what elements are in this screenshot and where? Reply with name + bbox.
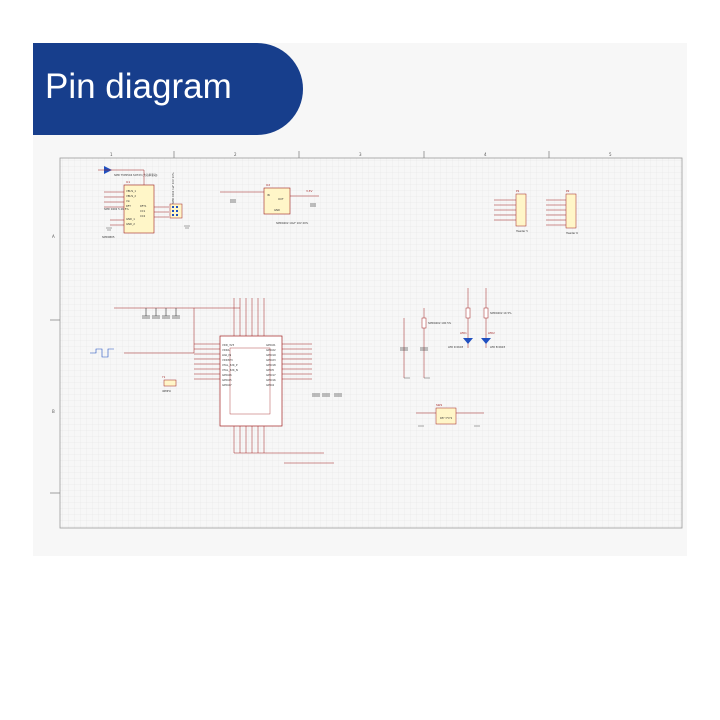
mcu-pin: VDD_3V3 (222, 343, 234, 347)
tact-switch-block: SW1 KEY 3*4*2 (416, 403, 484, 427)
resistor-r2 (465, 307, 471, 319)
u1-cap-label: SMD 0402 1uF 10V 10% (171, 172, 175, 204)
crystal (163, 379, 177, 387)
col-number: 4 (484, 152, 487, 157)
header-left (515, 193, 527, 227)
mcu-pin: XTAL_32K_N (222, 368, 238, 372)
u1-ref: U1 (126, 180, 130, 184)
mcu-chip (219, 335, 283, 427)
tact-switch (435, 407, 457, 425)
mcu-pin: GPIO16 (266, 378, 276, 382)
switch-label: KEY 3*4*2 (440, 417, 453, 420)
mcu-pin: GPIO23 (266, 358, 276, 362)
ldo-net: 3.3V (306, 189, 312, 193)
sheet-border (59, 157, 683, 529)
schematic-drawing: 1 2 3 4 5 A B U1 SMD TVP0504 SOT23 (大功率驱… (50, 151, 683, 529)
col-number: 5 (609, 152, 612, 157)
u2-ref: U2 (266, 183, 270, 187)
svg-text:GND_2: GND_2 (126, 222, 135, 226)
led2-label: LED B 0603 (490, 345, 505, 349)
switch-ref: SW1 (436, 403, 443, 407)
u1-note: SMD TVP0504 SOT23 (大功率驱动) (114, 173, 157, 177)
mcu-pin: GPIO25 (222, 378, 232, 382)
r1-label: SMD0402 10K 5% (428, 321, 452, 325)
u2-pin: IN (267, 193, 270, 197)
col-number: 1 (110, 152, 113, 157)
antenna-icon (90, 348, 114, 358)
u1-chip (123, 184, 155, 234)
page-title: Pin diagram (45, 67, 232, 106)
svg-text:CC1: CC1 (140, 209, 146, 213)
header-left-ref: P1 (516, 189, 520, 193)
mcu-pin: VDDA (222, 348, 230, 352)
svg-text:RFT1: RFT1 (140, 204, 147, 208)
col-number: 2 (234, 152, 237, 157)
svg-text:RFT: RFT (126, 204, 131, 208)
ldo-cap-label: SMD0402 10uF 10V 20% (276, 221, 309, 225)
header-right (565, 193, 577, 229)
led2-ref: LED2 (488, 331, 495, 335)
schematic-sheet: 1 2 3 4 5 A B U1 SMD TVP0504 SOT23 (大功率驱… (44, 148, 684, 530)
row-letter: A (52, 234, 55, 239)
mcu-pin: GPIO26 (222, 373, 232, 377)
u1-part: SMD0805 (102, 235, 115, 239)
header-right-label: Header 6 (566, 231, 578, 235)
svg-text:VBUS_1: VBUS_1 (126, 189, 136, 193)
svg-text:CC2: CC2 (140, 214, 146, 218)
led2-icon (481, 338, 491, 344)
col-number: 3 (359, 152, 362, 157)
resistor-r1 (421, 317, 427, 329)
r2-label: SMD0402 1K 5% (490, 311, 512, 315)
u1-power-block: U1 SMD TVP0504 SOT23 (大功率驱动) VBUS_1 VBUS… (98, 166, 190, 239)
r3-label: SMD 0402 5.1K 5% (104, 207, 129, 211)
resistor-r3 (483, 307, 489, 319)
mcu-pin: GPIO17 (266, 373, 276, 377)
row-letter: B (52, 409, 55, 414)
u2-pin: GND (274, 208, 280, 212)
zone-ticks (50, 151, 550, 494)
header-connectors: P1 P2 Header 5 Header 6 (494, 189, 578, 235)
led1-icon (463, 338, 473, 344)
crystal-ref: Y1 (162, 375, 166, 379)
u2-chip (263, 187, 291, 215)
mcu-pin: LNA_IN (222, 353, 231, 357)
mcu-pin: GPIO27 (222, 383, 232, 387)
mcu-pin: XTAL_32K_P (222, 363, 238, 367)
mcu-block: VDD_3V3 VDDA LNA_IN VDD3P3 XTAL_32K_P XT… (90, 298, 342, 464)
svg-text:VBUS_2: VBUS_2 (126, 194, 136, 198)
mcu-pin: GPIO4 (266, 383, 274, 387)
u2-ldo-block: U2 IN OUT GND 3.3V SMD0402 10uF 10V 20% (220, 183, 319, 225)
led-block: SMD0402 1K 5% LED R 0603 LED B 0603 LED1… (448, 288, 512, 349)
svg-text:GND_1: GND_1 (126, 217, 135, 221)
header-right-ref: P2 (566, 189, 570, 193)
mcu-pin: GPIO5 (266, 368, 274, 372)
svg-text:Vin: Vin (126, 199, 130, 203)
u2-pin: OUT (278, 197, 284, 201)
switch-block: SMD0402 10K 5% (400, 308, 452, 379)
header-left-label: Header 5 (516, 229, 528, 233)
mcu-pin: GPIO22 (266, 348, 276, 352)
crystal-label: 40MHz (162, 389, 171, 393)
mcu-pin: GPIO18 (266, 363, 276, 367)
led1-label: LED R 0603 (448, 345, 463, 349)
title-banner: Pin diagram (33, 43, 303, 135)
mcu-pin: VDD3P3 (222, 358, 233, 362)
led1-ref: LED1 (460, 331, 467, 335)
mcu-pin: GPIO19 (266, 353, 276, 357)
mcu-pin: GPIO21 (266, 343, 276, 347)
